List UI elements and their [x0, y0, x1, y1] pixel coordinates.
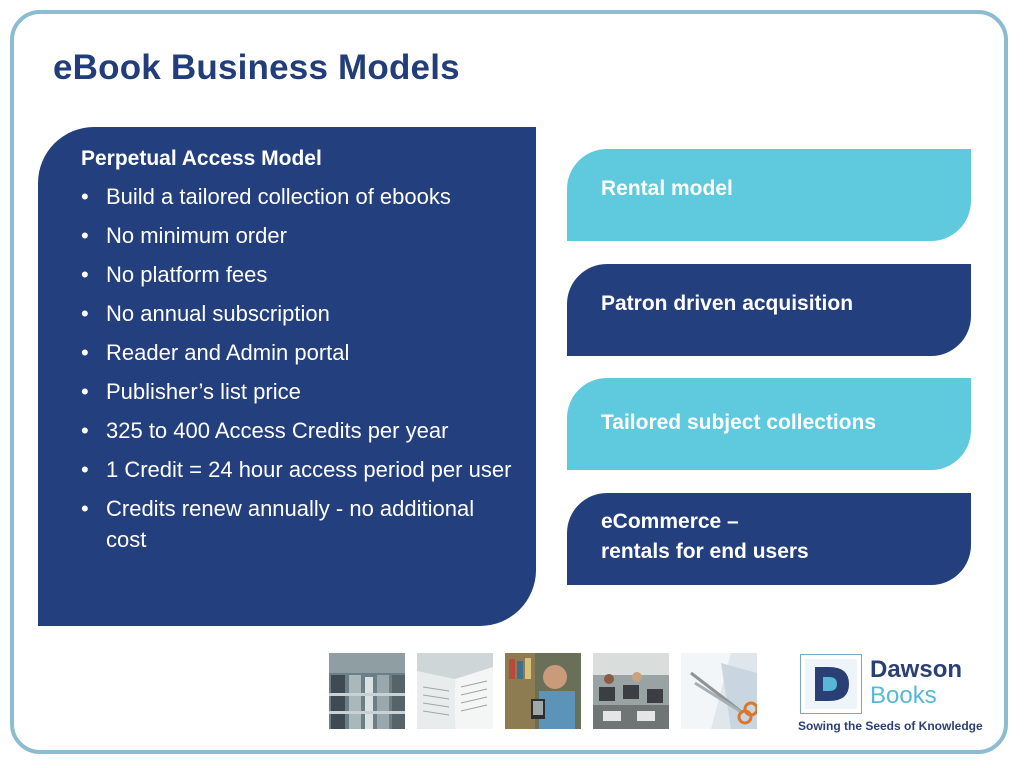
list-item: Credits renew annually - no additional c… [81, 493, 516, 555]
computer-lab-photo [593, 653, 669, 729]
dawson-logo-mark-icon [800, 654, 862, 714]
list-item: Reader and Admin portal [81, 337, 516, 368]
perpetual-access-panel: Perpetual Access Model Build a tailored … [38, 127, 536, 626]
logo-name-dawson: Dawson [870, 656, 963, 683]
list-item: Build a tailored collection of ebooks [81, 181, 516, 212]
logo-name-books: Books [870, 682, 937, 709]
library-shelves-photo [329, 653, 405, 729]
dawson-books-logo: Dawson Books Sowing the Seeds of Knowled… [796, 652, 992, 734]
list-item: Publisher’s list price [81, 376, 516, 407]
slide-title: eBook Business Models [53, 48, 460, 87]
ecommerce-label: eCommerce – rentals for end users [601, 507, 809, 567]
ecommerce-line1: eCommerce – [601, 510, 739, 533]
panel-title: Perpetual Access Model [81, 147, 322, 170]
patron-driven-label: Patron driven acquisition [601, 292, 854, 315]
rental-model-box: Rental model [567, 149, 971, 241]
list-item: 1 Credit = 24 hour access period per use… [81, 454, 516, 485]
feature-list: Build a tailored collection of ebooks No… [81, 181, 516, 555]
list-item: No annual subscription [81, 298, 516, 329]
ereader-student-photo [505, 653, 581, 729]
list-item: No platform fees [81, 259, 516, 290]
logo-tagline: Sowing the Seeds of Knowledge [798, 719, 983, 733]
patron-driven-box: Patron driven acquisition [567, 264, 971, 356]
list-item: 325 to 400 Access Credits per year [81, 415, 516, 446]
ecommerce-box: eCommerce – rentals for end users [567, 493, 971, 585]
subject-collections-box: Tailored subject collections [567, 378, 971, 470]
scissors-paper-photo [681, 653, 757, 729]
slide-frame [10, 10, 1008, 754]
ecommerce-line2: rentals for end users [601, 540, 809, 563]
list-item: No minimum order [81, 220, 516, 251]
open-book-photo [417, 653, 493, 729]
rental-model-label: Rental model [601, 177, 733, 200]
subject-collections-label: Tailored subject collections [601, 411, 877, 434]
